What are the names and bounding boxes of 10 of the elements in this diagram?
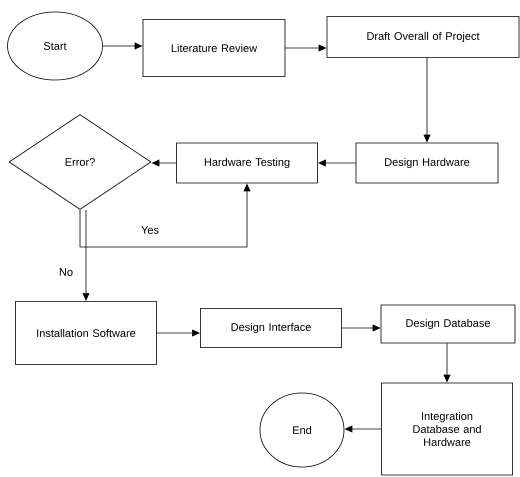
process-box: Installation Software: [15, 301, 157, 365]
process-box: Draft Overall of Project: [326, 16, 520, 58]
process-box: Design Database: [380, 304, 516, 344]
process-box: Design Interface: [200, 308, 342, 348]
edge-label: Yes: [140, 225, 160, 235]
process-box: Literature Review: [142, 19, 286, 77]
process-box: Integration Database and Hardware: [381, 382, 513, 476]
process-box: Hardware Testing: [176, 142, 318, 184]
edge-label: No: [58, 267, 74, 277]
process-box: Design Hardware: [356, 142, 498, 184]
